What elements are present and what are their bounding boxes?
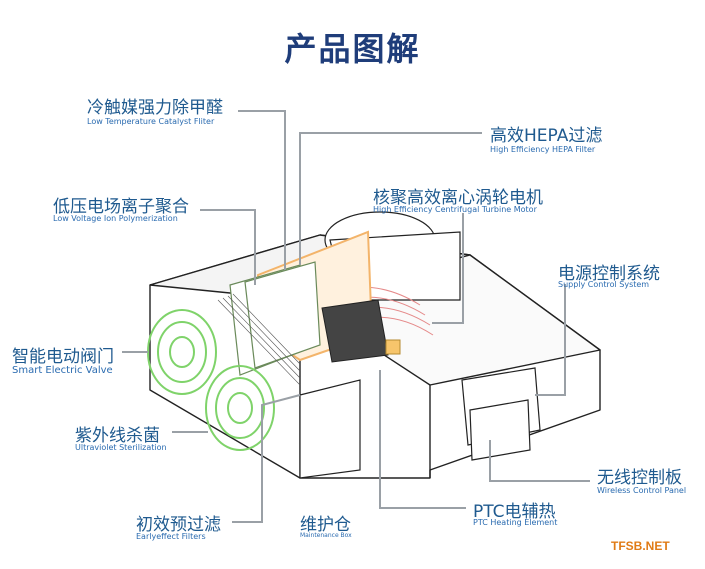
label-supply-cn: 电源控制系统 bbox=[558, 264, 660, 284]
label-motor-en: High Efficiency Centrifugal Turbine Moto… bbox=[373, 205, 537, 214]
label-uv-cn: 紫外线杀菌 bbox=[75, 426, 160, 446]
label-hepa-en: High Efficiency HEPA Filter bbox=[490, 145, 596, 154]
leader-hepa bbox=[299, 132, 482, 265]
page-title: 产品图解 bbox=[284, 30, 421, 68]
label-primary-en: Earlyeffect Filters bbox=[136, 532, 206, 541]
label-maintenance-en: Maintenance Box bbox=[300, 532, 352, 539]
label-ion-en: Low Voltage Ion Polymerization bbox=[53, 214, 178, 223]
leader-ptc bbox=[379, 370, 466, 509]
label-wireless-en: Wireless Control Panel bbox=[597, 486, 687, 495]
control-box bbox=[461, 367, 541, 461]
label-valve-en: Smart Electric Valve bbox=[12, 365, 113, 376]
ptc-heater bbox=[321, 299, 401, 363]
leader-ion bbox=[200, 209, 256, 285]
label-maintenance-cn: 维护仓 bbox=[300, 515, 351, 535]
leader-primary bbox=[232, 394, 301, 523]
watermark: TFSB.NET bbox=[611, 539, 670, 553]
label-wireless-cn: 无线控制板 bbox=[597, 468, 682, 488]
grille bbox=[217, 293, 301, 386]
smart-valve-2 bbox=[205, 365, 275, 451]
maintenance-door bbox=[299, 379, 361, 479]
leader-wireless bbox=[489, 440, 590, 482]
label-uv-en: Ultraviolet Sterilization bbox=[75, 443, 167, 452]
label-primary-cn: 初效预过滤 bbox=[136, 515, 221, 535]
label-valve-cn: 智能电动阀门 bbox=[12, 347, 114, 367]
label-catalyst-en: Low Temperature Catalyst Fliter bbox=[87, 117, 215, 126]
filter-panels bbox=[229, 261, 321, 376]
label-ion-cn: 低压电场离子聚合 bbox=[53, 197, 189, 217]
label-ptc-en: PTC Heating Element bbox=[473, 518, 558, 527]
label-motor-cn: 核聚高效离心涡轮电机 bbox=[373, 188, 543, 208]
label-supply-en: Supply Control System bbox=[558, 280, 650, 289]
leader-motor bbox=[432, 213, 464, 324]
leader-supply bbox=[535, 284, 566, 396]
leader-lines bbox=[122, 110, 590, 523]
label-catalyst-cn: 冷触媒强力除甲醛 bbox=[87, 98, 223, 118]
label-ptc-cn: PTC电辅热 bbox=[473, 502, 556, 522]
leader-catalyst bbox=[238, 110, 286, 270]
label-hepa-cn: 高效HEPA过滤 bbox=[490, 126, 603, 146]
